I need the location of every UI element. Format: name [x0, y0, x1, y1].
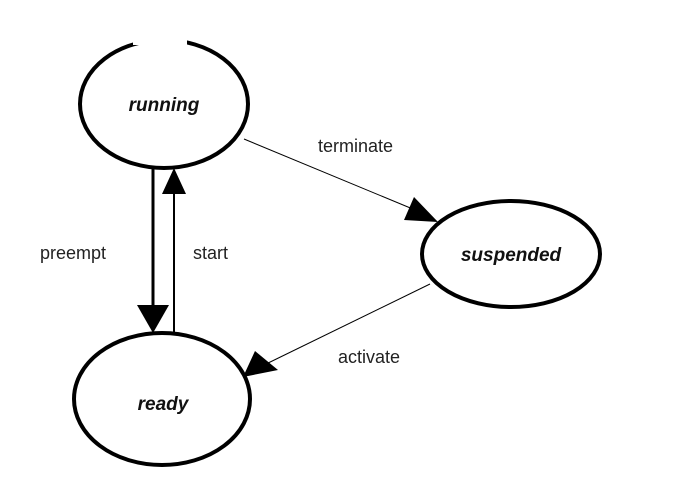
transition-preempt-arrow: [137, 168, 169, 333]
state-running-label: running: [129, 95, 200, 116]
state-suspended-label: suspended: [461, 245, 562, 266]
transition-preempt-label: preempt: [40, 243, 106, 263]
transition-activate-label: activate: [338, 347, 400, 367]
state-running: running: [78, 35, 250, 170]
transition-start-arrow: [162, 168, 186, 334]
transition-terminate-arrow: [243, 138, 438, 222]
state-ready-label: ready: [138, 394, 190, 415]
transition-activate-arrow: [243, 283, 431, 377]
transition-terminate-label: terminate: [318, 136, 393, 156]
state-ready: ready: [72, 331, 252, 467]
transition-start-label: start: [193, 243, 228, 263]
state-suspended: suspended: [420, 199, 602, 309]
